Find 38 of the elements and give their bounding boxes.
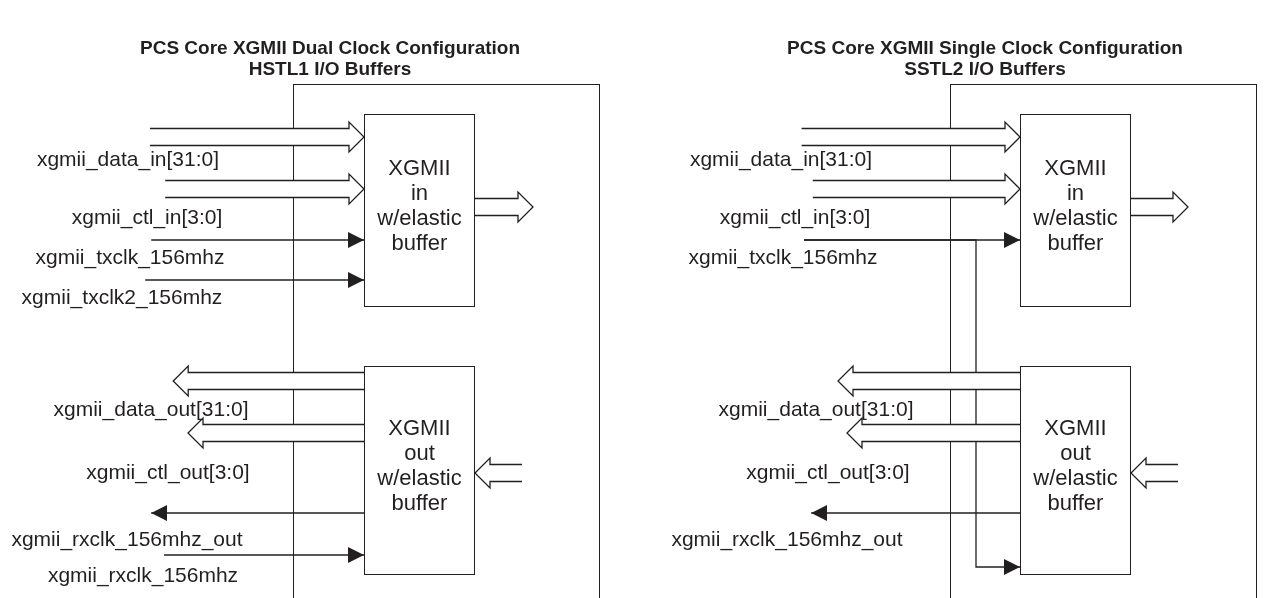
signal-label: xgmii_txclk2_156mhz [21, 286, 223, 308]
signal-label: xgmii_rxclk_156mhz_out [11, 528, 243, 550]
bus-arrow [172, 364, 365, 398]
buffer-block: XGMII in w/elastic buffer [1020, 114, 1131, 307]
signal-arrow [150, 232, 365, 248]
bus-arrow [164, 172, 365, 206]
signal-label: xgmii_data_out[31:0] [718, 398, 914, 420]
bus-arrow [800, 120, 1021, 154]
signal-arrow [803, 239, 1021, 575]
signal-label: xgmii_txclk_156mhz [35, 246, 225, 268]
buffer-block: XGMII out w/elastic buffer [1020, 366, 1131, 575]
signal-label: xgmii_txclk_156mhz [688, 246, 878, 268]
bus-arrow [837, 364, 1021, 398]
signal-label: xgmii_data_in[31:0] [689, 148, 873, 170]
signal-arrow [810, 505, 1021, 521]
signal-arrow [150, 505, 365, 521]
bus-arrow [149, 120, 365, 154]
bus-arrow [474, 456, 523, 490]
signal-label: xgmii_rxclk_156mhz_out [671, 528, 903, 550]
bus-arrow [846, 416, 1021, 450]
bus-arrow [1130, 456, 1179, 490]
signal-label: xgmii_ctl_in[3:0] [71, 206, 223, 228]
bus-arrow [187, 416, 365, 450]
bus-arrow [474, 190, 534, 224]
signal-label: xgmii_ctl_out[3:0] [746, 461, 910, 483]
bus-arrow [812, 172, 1021, 206]
buffer-block: XGMII out w/elastic buffer [364, 366, 475, 575]
signal-arrow [144, 272, 365, 288]
signal-label: xgmii_data_in[31:0] [36, 148, 220, 170]
signal-label: xgmii_data_out[31:0] [53, 398, 249, 420]
diagram-heading: PCS Core XGMII Single Clock Configuration SSTL2 I/O Buffers [786, 37, 1184, 79]
signal-arrow [163, 547, 365, 563]
buffer-block: XGMII in w/elastic buffer [364, 114, 475, 307]
signal-label: xgmii_rxclk_156mhz [47, 564, 239, 586]
diagram-heading: PCS Core XGMII Dual Clock Configuration HSTL1 I/O Buffers [139, 37, 521, 79]
bus-arrow [1130, 190, 1189, 224]
signal-label: xgmii_ctl_out[3:0] [86, 461, 250, 483]
signal-label: xgmii_ctl_in[3:0] [719, 206, 871, 228]
